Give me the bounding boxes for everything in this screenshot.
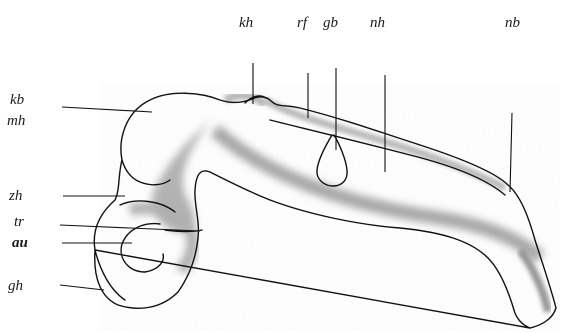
label-kh: kh [239,15,253,31]
label-tr: tr [14,214,24,230]
leader-gh [60,285,104,290]
label-nb: nb [505,15,521,31]
label-mh: mh [7,113,25,129]
label-kb: kb [10,92,25,108]
label-rf: rf [297,15,309,31]
label-gb: gb [323,15,339,31]
label-nh: nh [370,15,385,31]
label-zh: zh [8,188,22,204]
label-au: au [12,235,28,251]
label-gh: gh [8,278,23,294]
